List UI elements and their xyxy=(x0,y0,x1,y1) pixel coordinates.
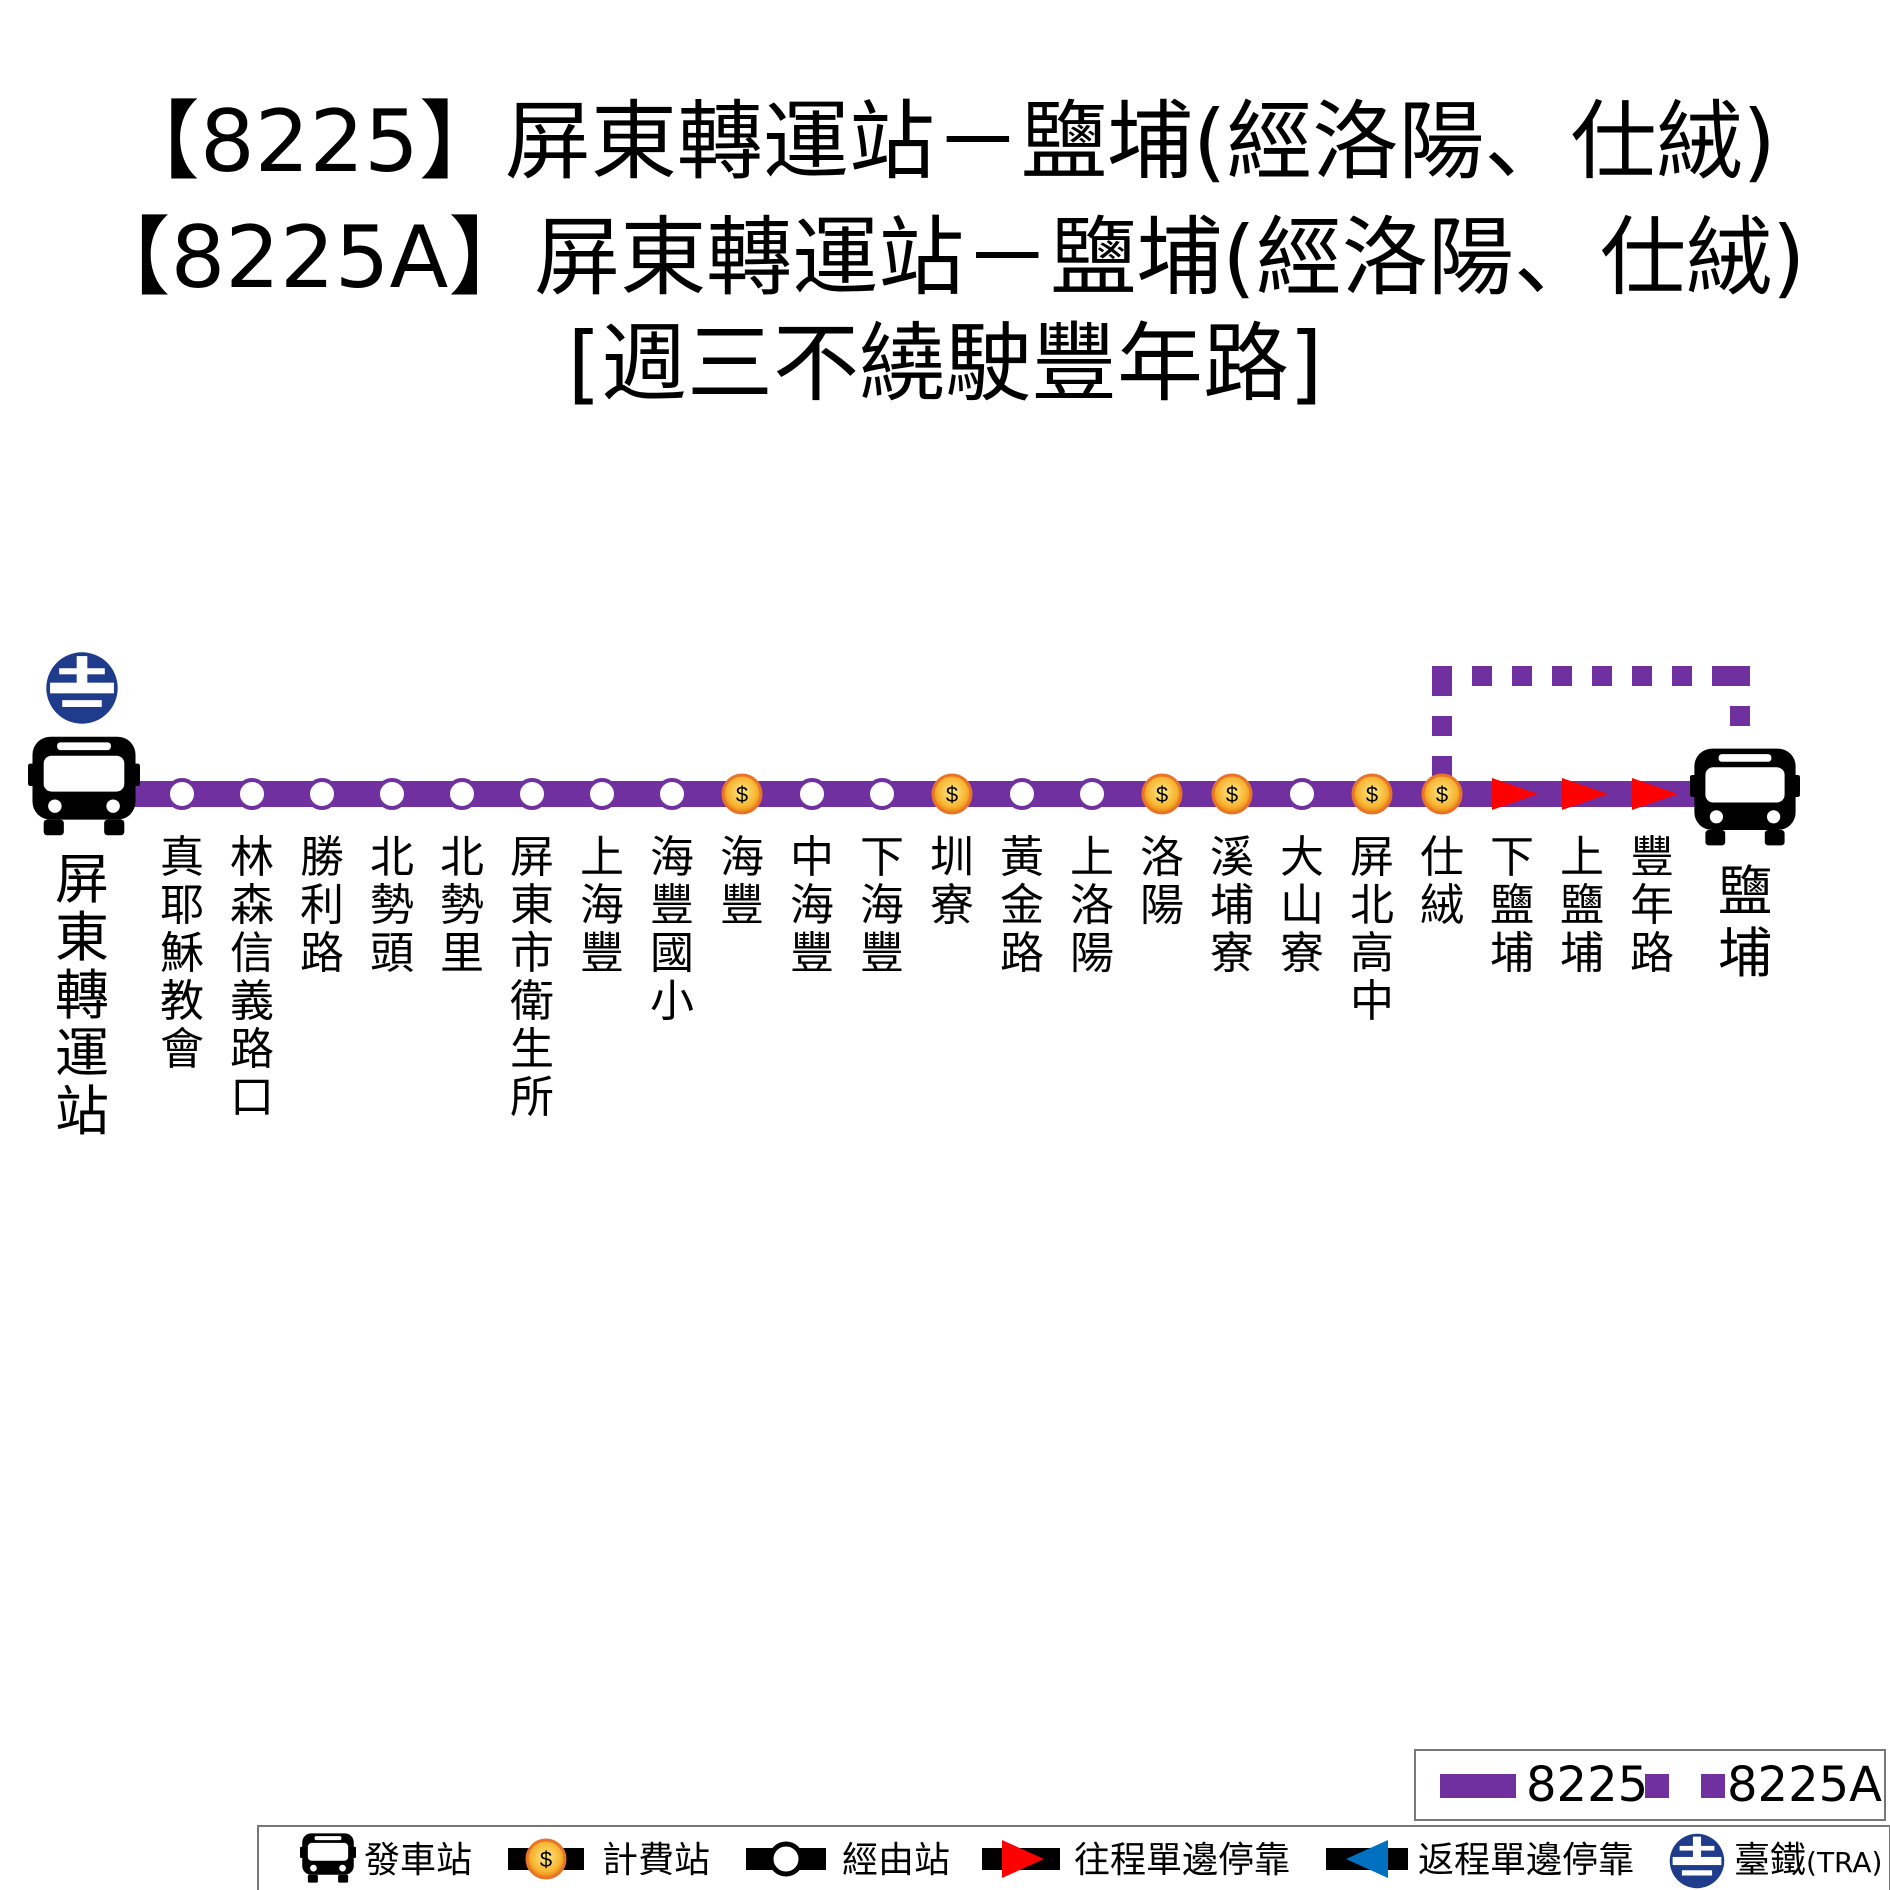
stop-label: 上鹽埔 xyxy=(1560,832,1604,979)
stop-label: 真耶穌教會 xyxy=(160,832,204,1075)
fare-symbol: $ xyxy=(736,782,748,807)
stop-label: 中海豐 xyxy=(790,832,834,979)
destination-station: 鹽埔 xyxy=(1690,748,1800,985)
stop-label: 仕絨 xyxy=(1420,832,1464,931)
dotted-segment xyxy=(1720,666,1750,686)
stop-label: 海豐 xyxy=(720,832,764,931)
title-line-1: 【8225】屏東轉運站－鹽埔(經洛陽、仕絨) xyxy=(114,92,1776,192)
dotted-segment xyxy=(1432,716,1452,736)
stop-label: 上海豐 xyxy=(580,832,624,979)
destination-name: 鹽埔 xyxy=(1718,860,1772,985)
fare-symbol: $ xyxy=(1226,782,1238,807)
stop-label: 下鹽埔 xyxy=(1490,832,1534,979)
stop-icon xyxy=(446,778,478,810)
stop-icon xyxy=(1076,778,1108,810)
stop-icon xyxy=(656,778,688,810)
dotted-segment xyxy=(1632,666,1652,686)
legend-fare-label: 計費站 xyxy=(602,1840,710,1881)
legend-red-arrow-icon xyxy=(1002,1840,1044,1878)
solid-route-swatch xyxy=(1440,1774,1516,1798)
dotted-segment xyxy=(1730,706,1750,726)
stop-label: 北勢頭 xyxy=(370,832,414,979)
dotted-segment xyxy=(1472,666,1492,686)
legend-inbound-label: 返程單邊停靠 xyxy=(1418,1840,1634,1881)
dotted-segment xyxy=(1512,666,1532,686)
stop-label: 圳寮 xyxy=(930,832,974,931)
stop-label: 洛陽 xyxy=(1140,832,1184,931)
stop-label: 勝利路 xyxy=(300,832,344,979)
stop-label: 林森信義路口 xyxy=(230,832,274,1123)
route-legend-solid: 8225 xyxy=(1526,1757,1648,1813)
legend-origin-label: 發車站 xyxy=(364,1840,472,1881)
fare-stop-icon xyxy=(721,773,763,815)
stop-labels: 真耶穌教會林森信義路口勝利路北勢頭北勢里屏東市衛生所上海豐海豐國小海豐中海豐下海… xyxy=(160,832,1674,1123)
stop-icon xyxy=(376,778,408,810)
stop-markers: $ $ $ $ $ $ xyxy=(166,773,1678,815)
legend-blue-arrow-icon xyxy=(1346,1840,1388,1878)
route-legend: 8225 8225A xyxy=(1414,1749,1886,1821)
dotted-segment xyxy=(1552,666,1572,686)
fare-stop-icon xyxy=(1141,773,1183,815)
dotted-segment xyxy=(1432,666,1452,686)
fare-symbol: $ xyxy=(946,782,958,807)
stop-icon xyxy=(1006,778,1038,810)
legend-fare-stop-icon xyxy=(525,1838,567,1880)
dotted-segment xyxy=(1432,756,1452,776)
fare-symbol: $ xyxy=(1436,782,1448,807)
dotted-segment xyxy=(1672,666,1692,686)
tra-logo-icon xyxy=(46,652,118,724)
stop-label: 豐年路 xyxy=(1630,832,1674,979)
stop-label: 下海豐 xyxy=(860,832,904,979)
legend-tra-logo-icon xyxy=(1669,1833,1725,1889)
red-arrow-icon xyxy=(1562,778,1608,810)
stop-label: 北勢里 xyxy=(440,832,484,979)
fare-stop-icon xyxy=(1351,773,1393,815)
stop-icon xyxy=(796,778,828,810)
dotted-route-swatch-a xyxy=(1645,1774,1669,1798)
legend-tra-label: 臺鐵(TRA) xyxy=(1734,1840,1882,1881)
fare-symbol: $ xyxy=(1366,782,1378,807)
stop-label: 黃金路 xyxy=(1000,832,1044,979)
destination-bus-icon xyxy=(1690,748,1800,846)
stop-label: 屏北高中 xyxy=(1350,832,1394,1027)
stop-icon xyxy=(306,778,338,810)
fare-stop-icon xyxy=(931,773,973,815)
stop-label: 大山寮 xyxy=(1280,832,1324,979)
stop-icon xyxy=(866,778,898,810)
stop-label: 屏東市衛生所 xyxy=(510,832,554,1123)
stop-label: 海豐國小 xyxy=(650,832,694,1027)
route-line-8225A-dotted xyxy=(1432,666,1750,776)
symbol-legend: 發車站 $ 計費站 經由站 往程單邊停靠 返程單邊停靠 臺鐵(TRA) xyxy=(257,1825,1890,1890)
dotted-route-swatch-b xyxy=(1701,1774,1725,1798)
route-line-8225 xyxy=(120,781,1700,807)
title-line-2: 【8225A】屏東轉運站－鹽埔(經洛陽、仕絨) xyxy=(84,208,1806,308)
stop-icon xyxy=(516,778,548,810)
stop-label: 上洛陽 xyxy=(1070,832,1114,979)
legend-stop-icon xyxy=(768,1841,804,1877)
origin-name: 屏東轉運站 xyxy=(55,848,109,1143)
dotted-segment xyxy=(1592,666,1612,686)
stop-icon xyxy=(586,778,618,810)
red-arrow-icon xyxy=(1492,778,1538,810)
stop-icon xyxy=(1286,778,1318,810)
fare-stop-icon xyxy=(1211,773,1253,815)
red-arrow-icon xyxy=(1632,778,1678,810)
stop-label: 溪埔寮 xyxy=(1210,832,1254,979)
stop-icon xyxy=(166,778,198,810)
route-legend-dotted: 8225A xyxy=(1727,1757,1882,1813)
legend-outbound-label: 往程單邊停靠 xyxy=(1074,1840,1290,1881)
origin-station: 屏東轉運站 xyxy=(28,652,140,1143)
legend-pass-label: 經由站 xyxy=(842,1840,950,1881)
fare-symbol: $ xyxy=(1156,782,1168,807)
legend-fare-symbol: $ xyxy=(540,1847,552,1872)
fare-stop-icon xyxy=(1421,773,1463,815)
title-line-3: [週三不繞駛豐年路] xyxy=(567,314,1323,414)
stop-icon xyxy=(236,778,268,810)
origin-bus-icon xyxy=(28,736,140,836)
